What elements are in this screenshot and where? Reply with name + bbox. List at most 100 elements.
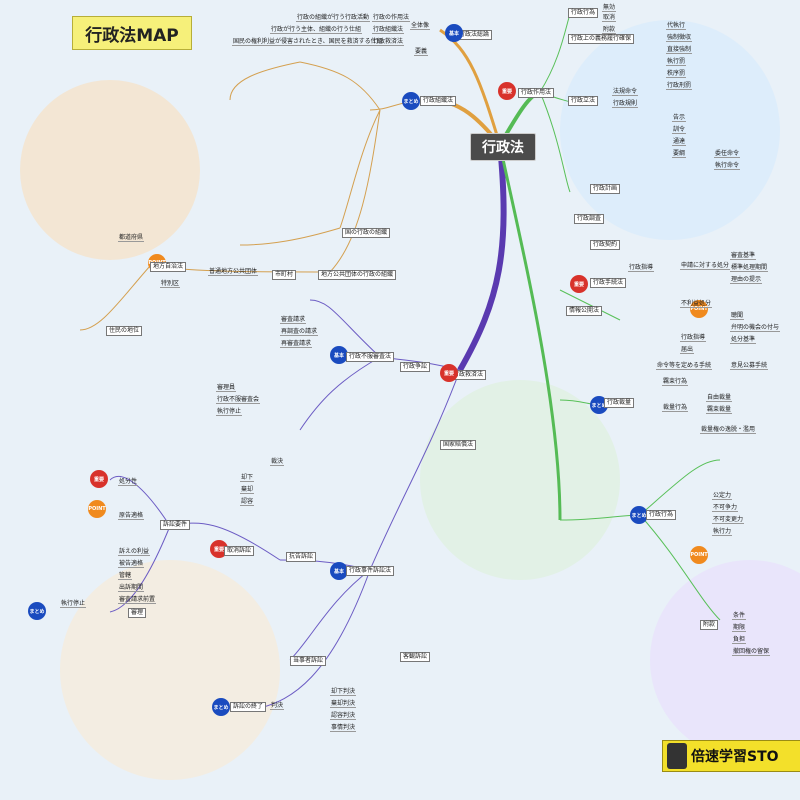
link-action-lower xyxy=(498,144,562,521)
juyo-tag: 重要 xyxy=(440,364,458,382)
general-item: 行政の組織が行う行政活動 xyxy=(296,14,371,22)
branch-organization[interactable]: 行政組織法 xyxy=(420,96,457,106)
discretion-item: 裁量権の逸脱・濫用 xyxy=(700,426,757,434)
lower-right-item: 負担 xyxy=(732,636,747,644)
org-item: 都道府県 xyxy=(118,234,145,242)
action-item: 無効 xyxy=(602,4,617,12)
left-bottom-item: 棄却判決 xyxy=(330,700,357,708)
person-icon xyxy=(667,743,687,769)
point-tag: POINT xyxy=(690,300,708,318)
link-relief xyxy=(457,144,507,372)
process-item: 申請に対する処分 xyxy=(680,262,731,270)
org-item: 普通地方公共団体 xyxy=(208,268,259,276)
background-bokeh xyxy=(650,560,800,760)
left-bottom-item: 処分性 xyxy=(118,478,139,486)
action-item: 行政調査 xyxy=(574,214,605,224)
relief-item: 抗告訴訟 xyxy=(286,552,317,562)
action-item: 情報公開法 xyxy=(566,306,603,316)
map-title: 行政法MAP xyxy=(72,16,192,50)
action-item: 行政規則 xyxy=(612,100,639,108)
action-item: 執行命令 xyxy=(714,162,741,170)
action-item: 直接強制 xyxy=(666,46,693,54)
action-item: 行政手続法 xyxy=(590,278,627,288)
matome-tag: まとめ xyxy=(212,698,230,716)
center-mid-item: 再調査の請求 xyxy=(280,328,319,336)
general-item: 全体像 xyxy=(410,22,431,30)
juyo-tag: 重要 xyxy=(570,275,588,293)
process-item: 命令等を定める手続 xyxy=(656,362,713,370)
left-bottom-item: 事情判決 xyxy=(330,724,357,732)
orange-links xyxy=(79,61,431,331)
point-tag: POINT xyxy=(690,546,708,564)
left-bottom-item: 管轄 xyxy=(118,572,133,580)
action-item: 強制徴収 xyxy=(666,34,693,42)
branch-action[interactable]: 行政作用法 xyxy=(518,88,555,98)
general-item: 国民の権利利益が侵害されたとき、国民を救済する仕組 xyxy=(232,38,384,46)
relief-item: 審理 xyxy=(128,608,147,618)
discretion-item: 羈束裁量 xyxy=(706,406,733,414)
juyo-tag: 重要 xyxy=(498,82,516,100)
center-mid-item: 裁決 xyxy=(270,458,285,466)
action-item: 取消 xyxy=(602,14,617,22)
relief-item: 当事者訴訟 xyxy=(290,656,327,666)
brand-banner[interactable]: 倍速学習STO xyxy=(662,740,800,772)
relief-item: 取消訴訟 xyxy=(224,546,255,556)
lower-right-item: 不可変更力 xyxy=(712,516,745,524)
process-item: 届出 xyxy=(680,346,695,354)
process-item: 不利益処分 xyxy=(680,300,713,308)
relief-item: 訴訟の終了 xyxy=(230,702,267,712)
org-item: 住民の地位 xyxy=(106,326,143,336)
left-bottom-item: 出訴期間 xyxy=(118,584,145,592)
general-item: 行政の作用法 xyxy=(372,14,411,22)
relief-item: 国家賠償法 xyxy=(440,440,477,450)
action-item: 行政刑罰 xyxy=(666,82,693,90)
org-item: 地方自治法 xyxy=(150,262,187,272)
discretion-item: 自由裁量 xyxy=(706,394,733,402)
lower-right-item: 附款 xyxy=(700,620,719,630)
kihon-tag: 基本 xyxy=(330,346,348,364)
action-item: 執行罰 xyxy=(666,58,687,66)
left-bottom-item: 認容判決 xyxy=(330,712,357,720)
general-item: 行政組織法 xyxy=(372,26,405,34)
process-item: 標準処理期間 xyxy=(730,264,769,272)
org-item: 特別区 xyxy=(160,280,181,288)
left-bottom-item: 被告適格 xyxy=(118,560,145,568)
kihon-tag: 基本 xyxy=(445,24,463,42)
center-mid-item: 行政不服審査会 xyxy=(216,396,261,404)
process-item: 行政指導 xyxy=(680,334,707,342)
process-item: 聴聞 xyxy=(730,312,745,320)
left-bottom-item: 原告適格 xyxy=(118,512,145,520)
background-bokeh xyxy=(420,380,620,580)
action-item: 代執行 xyxy=(666,22,687,30)
left-bottom-item: 判決 xyxy=(270,702,285,710)
juyo-tag: 重要 xyxy=(210,540,228,558)
process-item: 理由の提示 xyxy=(730,276,763,284)
matome-tag: まとめ xyxy=(402,92,420,110)
matome-tag: まとめ xyxy=(630,506,648,524)
action-item: 行政行為 xyxy=(646,510,677,520)
matome-tag: まとめ xyxy=(590,396,608,414)
general-item: 要義 xyxy=(414,48,429,56)
action-item: 要綱 xyxy=(672,150,687,158)
center-mid-item: 認容 xyxy=(240,498,255,506)
central-topic[interactable]: 行政法 xyxy=(470,133,536,161)
kihon-tag: 基本 xyxy=(330,562,348,580)
lower-right-item: 期限 xyxy=(732,624,747,632)
green-links xyxy=(539,13,721,621)
action-item: 行政立法 xyxy=(568,96,599,106)
center-mid-item: 審理員 xyxy=(216,384,237,392)
lower-right-item: 撤回権の留保 xyxy=(732,648,771,656)
action-item: 行政行為 xyxy=(568,8,599,18)
org-item: 地方公共団体の行政の組織 xyxy=(318,270,397,280)
brand-banner-text: 倍速学習STO xyxy=(691,749,779,765)
matome-tag: まとめ xyxy=(28,602,46,620)
relief-item: 行政争訟 xyxy=(400,362,431,372)
action-item: 行政契約 xyxy=(590,240,621,250)
action-item: 行政裁量 xyxy=(604,398,635,408)
action-item: 附款 xyxy=(602,26,617,34)
action-item: 行政計画 xyxy=(590,184,621,194)
relief-item: 行政不服審査法 xyxy=(346,352,395,362)
lower-right-item: 不可争力 xyxy=(712,504,739,512)
center-mid-item: 再審査請求 xyxy=(280,340,313,348)
